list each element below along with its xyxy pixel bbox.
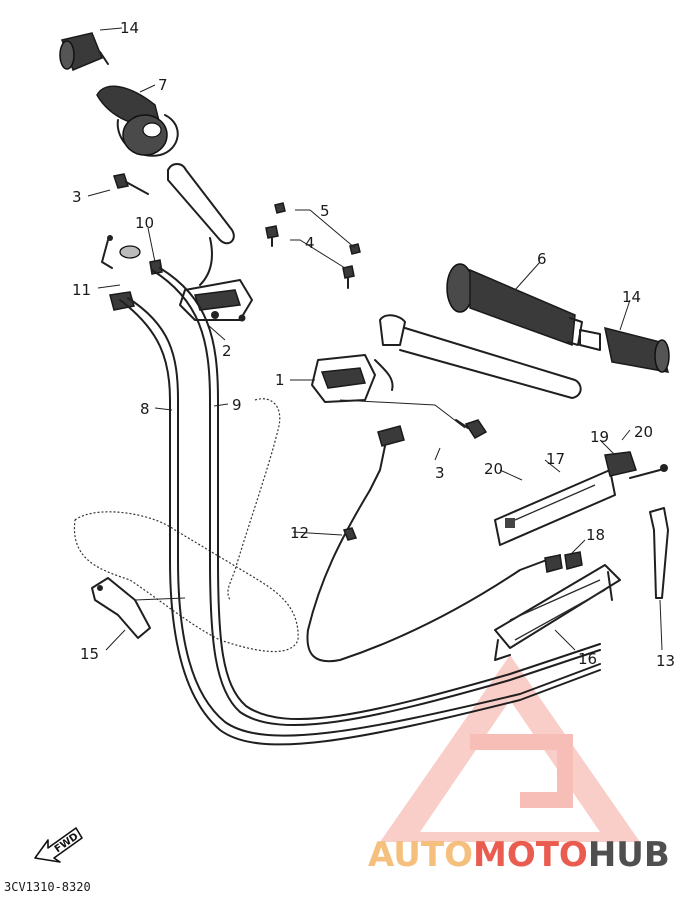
- watermark-text: AUTOMOTOHUB: [368, 835, 670, 875]
- callout-labels: 14 7 3 10 11 5 4 2 8 9 1 3 6 14 20 17 19…: [72, 19, 675, 670]
- watermark-logo: [380, 655, 640, 842]
- callout-12: 12: [290, 524, 309, 542]
- bar-end-weight-left: [59, 32, 109, 71]
- cable-tie: [649, 507, 669, 599]
- callout-11: 11: [72, 281, 91, 299]
- cable-holder-bracket: [91, 577, 186, 639]
- watermark-hub: HUB: [588, 835, 670, 875]
- bracket-upper: [494, 451, 668, 546]
- callout-19: 19: [590, 428, 609, 446]
- callout-18: 18: [586, 526, 605, 544]
- handlebar-left: [167, 163, 253, 322]
- callout-20-right: 20: [634, 423, 653, 441]
- callout-8: 8: [140, 400, 150, 418]
- callout-10: 10: [135, 214, 154, 232]
- callout-17: 17: [546, 450, 565, 468]
- throttle-grip: [96, 85, 179, 157]
- cable-guides: [544, 551, 583, 573]
- choke-cable: [306, 425, 561, 663]
- watermark-auto: AUTO: [368, 835, 473, 875]
- bolts: [113, 173, 488, 439]
- callout-14-right: 14: [622, 288, 641, 306]
- handlebar-right: [311, 314, 582, 403]
- callout-14-left: 14: [120, 19, 139, 37]
- callout-15: 15: [80, 645, 99, 663]
- handlebar-grip-right: [446, 263, 583, 347]
- callout-16: 16: [578, 650, 597, 668]
- callout-6: 6: [537, 250, 547, 268]
- callout-9: 9: [232, 396, 242, 414]
- callout-20-left: 20: [484, 460, 503, 478]
- throttle-cables: [119, 267, 601, 746]
- svg-text:AUTOMOTOHUB: AUTOMOTOHUB: [368, 835, 670, 875]
- bracket-lower: [494, 564, 621, 661]
- forward-arrow-icon: FWD: [34, 827, 83, 863]
- part-code: 3CV1310-8320: [4, 880, 91, 894]
- frame-outline: [73, 398, 299, 653]
- callout-1: 1: [275, 371, 285, 389]
- callout-3-top: 3: [72, 188, 82, 206]
- callout-4: 4: [305, 234, 315, 252]
- bar-end-weight-right: [579, 326, 670, 373]
- callout-3-bottom: 3: [435, 464, 445, 482]
- callout-5: 5: [320, 202, 330, 220]
- callout-7: 7: [158, 76, 168, 94]
- callout-2: 2: [222, 342, 232, 360]
- callout-13: 13: [656, 652, 675, 670]
- cable-adjusters: [101, 235, 163, 311]
- watermark-moto: MOTO: [473, 835, 588, 875]
- leader-lines: [87, 27, 663, 651]
